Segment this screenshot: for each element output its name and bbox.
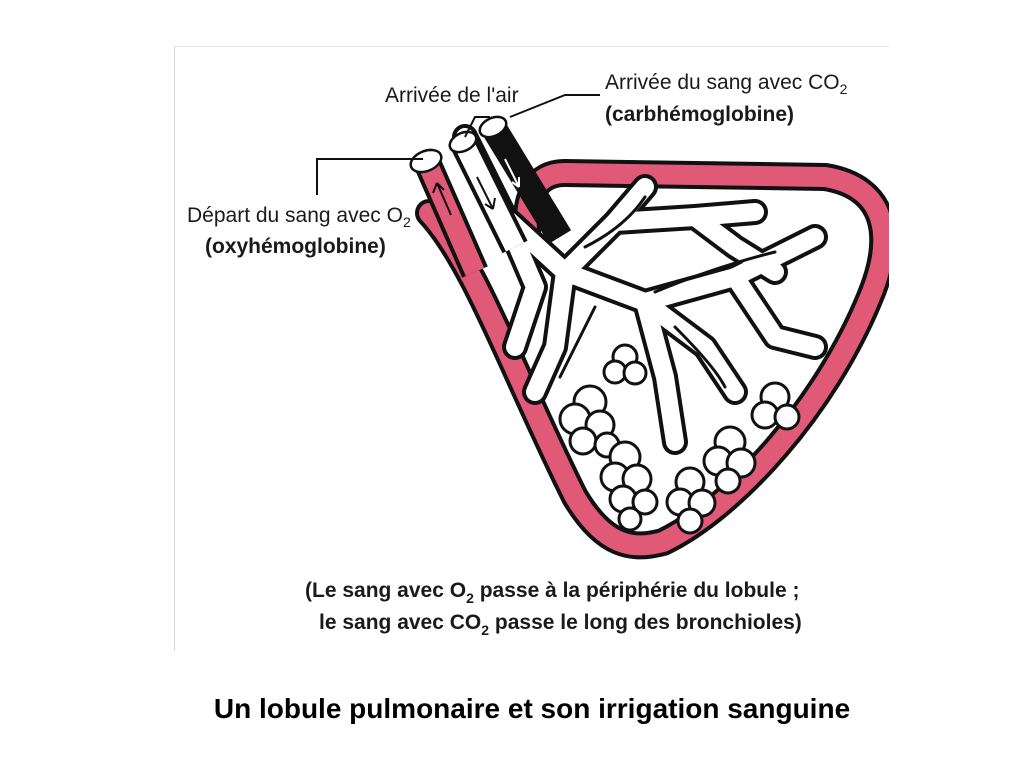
alveolar-sac	[599, 440, 659, 532]
label-blood-departure: Départ du sang avec O2	[187, 204, 411, 230]
alveolar-sacs	[558, 343, 801, 535]
alveolar-sac	[602, 343, 648, 386]
alveolar-sac	[558, 384, 621, 459]
departing-vessel-opening	[409, 148, 443, 174]
alveolar-sac	[702, 425, 757, 495]
alveolar-sac	[665, 466, 717, 535]
leader-line-blood-departure	[316, 158, 423, 195]
lobule-diagram: Arrivée de l'air Arrivée du sang avec CO…	[187, 71, 889, 638]
label-air-arrival: Arrivée de l'air	[385, 84, 519, 107]
note-line-1: (Le sang avec O2 passe à la périphérie d…	[305, 579, 799, 606]
leader-line-blood-arrival	[509, 94, 600, 118]
flow-arrow-deoxygenated	[504, 158, 520, 188]
label-blood-departure-molecule: (oxyhémoglobine)	[205, 235, 386, 258]
lobule-figure: Arrivée de l'air Arrivée du sang avec CO…	[174, 46, 889, 651]
arriving-vessel-opening	[478, 115, 508, 139]
leader-line-air	[464, 116, 490, 138]
figure-caption: Un lobule pulmonaire et son irrigation s…	[213, 693, 851, 724]
label-blood-arrival-molecule: (carbhémoglobine)	[605, 103, 794, 126]
label-blood-arrival: Arrivée du sang avec CO2	[605, 71, 848, 97]
bronchiole-tree	[452, 124, 828, 455]
air-inlet-opening	[448, 130, 478, 154]
note-line-2: le sang avec CO2 passe le long des bronc…	[319, 611, 802, 638]
alveolar-sac	[750, 381, 801, 431]
arriving-vessel	[481, 120, 572, 244]
flow-arrow-air	[476, 176, 494, 210]
flow-arrow-oxygenated	[436, 182, 452, 216]
